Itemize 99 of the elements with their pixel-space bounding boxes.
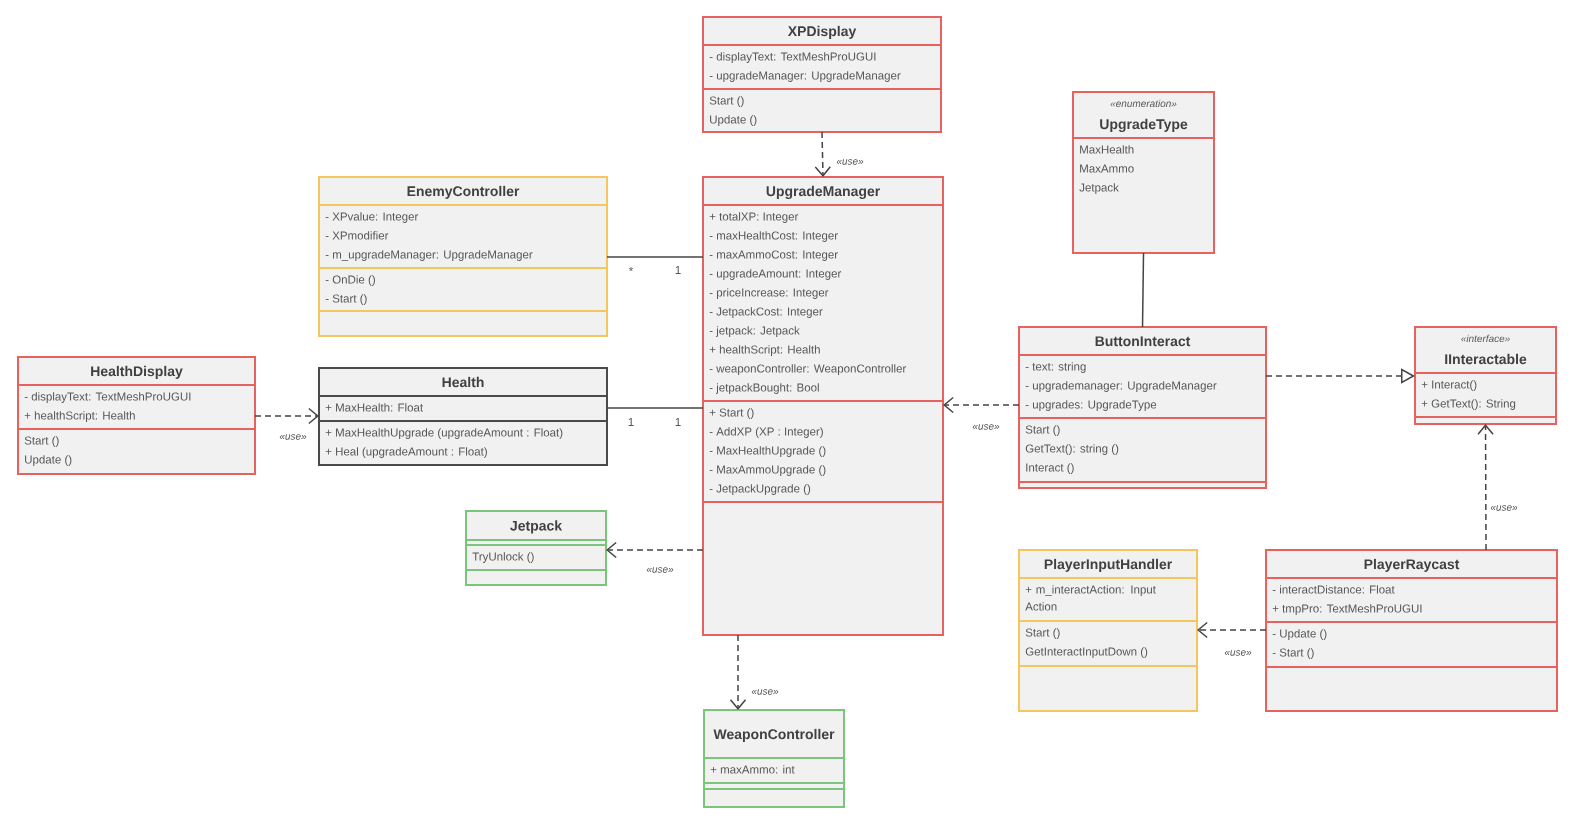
- dependency-arrow: [254, 407, 319, 425]
- dependency-arrow: [729, 634, 747, 710]
- operation-text: - MaxHealthUpgrade (): [709, 446, 826, 457]
- multiplicity-label: *: [628, 267, 634, 272]
- enum-literal: MaxAmmo: [1080, 164, 1134, 173]
- attribute-text: - displayText: TextMeshProUGUI: [24, 392, 191, 403]
- class-name: Health: [442, 376, 484, 388]
- attribute-text: - text: string: [1025, 362, 1086, 373]
- attribute-text: - jetpackBought: Bool: [709, 383, 819, 394]
- edge-label: «use»: [750, 688, 780, 696]
- class-name: IInteractable: [1445, 353, 1527, 365]
- attribute-text: - priceIncrease: Integer: [709, 288, 829, 299]
- attribute-text: - jetpack: Jetpack: [709, 326, 800, 337]
- class-box: [318, 367, 608, 466]
- attribute-text: + healthScript: Health: [709, 345, 820, 356]
- edge-label: «use»: [1489, 504, 1519, 512]
- operation-text: - AddXP (XP : Integer): [709, 427, 823, 438]
- association-line: [606, 407, 704, 409]
- enum-literal: MaxHealth: [1080, 145, 1134, 154]
- class-box: [703, 709, 845, 808]
- operation-text: + Interact(): [1421, 380, 1477, 391]
- operation-text: Start (): [24, 436, 59, 447]
- enum-literal: Jetpack: [1079, 183, 1119, 194]
- attribute-text: - weaponController: WeaponController: [709, 364, 907, 375]
- operation-text: - MaxAmmoUpgrade (): [709, 465, 826, 476]
- operation-text: + GetText(): String: [1421, 399, 1516, 410]
- operation-text: - Start (): [325, 294, 367, 305]
- multiplicity-label: 1: [675, 418, 681, 426]
- attribute-text: + tmpPro: TextMeshProUGUI: [1272, 604, 1422, 615]
- attribute-text: + MaxHealth: Float: [325, 403, 423, 412]
- edge-label: «use»: [645, 566, 675, 574]
- operation-text: TryUnlock (): [472, 552, 534, 563]
- multiplicity-label: 1: [628, 418, 634, 426]
- class-name: XPDisplay: [787, 25, 857, 39]
- class-name: PlayerRaycast: [1364, 558, 1460, 572]
- class-name: HealthDisplay: [91, 365, 183, 379]
- operation-text: - JetpackUpgrade (): [709, 484, 811, 495]
- edge-label: «use»: [278, 433, 308, 441]
- attribute-text: + totalXP: Integer: [709, 212, 799, 223]
- attribute-text: - XPvalue: Integer: [325, 212, 419, 223]
- attribute-text: - upgrademanager: UpgradeManager: [1025, 381, 1217, 392]
- operation-text: GetInteractInputDown (): [1025, 647, 1148, 658]
- attribute-text: - JetpackCost: Integer: [709, 307, 823, 318]
- class-box: [318, 176, 608, 337]
- attribute-text: - XPmodifier: [325, 231, 389, 240]
- dependency-arrow: [606, 541, 704, 559]
- class-box: [1072, 91, 1215, 254]
- edge-label: «use»: [1223, 649, 1253, 657]
- operation-text: Start (): [709, 96, 744, 107]
- dependency-arrow: [943, 396, 1020, 414]
- class-box: [1018, 549, 1198, 712]
- realization-arrow: [1265, 368, 1415, 384]
- class-name: UpgradeType: [1100, 118, 1188, 132]
- dependency-arrow: [814, 131, 832, 177]
- attribute-text: - interactDistance: Float: [1272, 585, 1395, 594]
- edge-label: «use»: [971, 423, 1001, 431]
- operation-text: Update (): [710, 115, 757, 126]
- class-name: Jetpack: [510, 520, 563, 534]
- class-box: [702, 176, 944, 636]
- class-name: UpgradeManager: [766, 185, 880, 199]
- operation-text: + Start (): [709, 408, 754, 419]
- class-name: EnemyController: [407, 185, 520, 199]
- attribute-text: + maxAmmo: int: [710, 765, 795, 774]
- class-name: WeaponController: [713, 728, 835, 742]
- operation-text: Start (): [1025, 425, 1060, 436]
- class-box: [17, 356, 256, 475]
- attribute-text: - upgradeManager: UpgradeManager: [709, 71, 901, 82]
- attribute-text: - maxHealthCost: Integer: [709, 231, 838, 242]
- attribute-text: + healthScript: Health: [24, 411, 135, 422]
- class-box: [1414, 326, 1557, 425]
- operation-text: Start (): [1025, 628, 1060, 639]
- association-line: [1141, 252, 1145, 328]
- operation-text: GetText(): string (): [1025, 444, 1119, 455]
- class-name: PlayerInputHandler: [1044, 558, 1172, 572]
- dependency-arrow: [1197, 621, 1267, 639]
- operation-text: Interact (): [1026, 463, 1074, 474]
- attribute-text: - displayText: TextMeshProUGUI: [709, 52, 876, 63]
- operation-text: Update (): [25, 455, 72, 466]
- operation-text: - Start (): [1272, 648, 1314, 659]
- operation-text: + Heal (upgradeAmount : Float): [325, 447, 487, 458]
- attribute-text: - m_upgradeManager: UpgradeManager: [325, 250, 533, 261]
- class-box: [465, 510, 607, 586]
- operation-text: - OnDie (): [325, 275, 375, 286]
- association-line: [606, 256, 704, 258]
- operation-text: + MaxHealthUpgrade (upgradeAmount : Float): [325, 428, 563, 439]
- stereotype-label: «interface»: [1461, 334, 1510, 343]
- attribute-text: + m_interactAction: Input Action: [1025, 585, 1156, 611]
- class-box: [1018, 326, 1267, 489]
- multiplicity-label: 1: [675, 266, 681, 274]
- stereotype-label: «enumeration»: [1110, 99, 1177, 108]
- class-box: [702, 16, 942, 133]
- operation-text: - Update (): [1272, 629, 1327, 640]
- attribute-text: - maxAmmoCost: Integer: [709, 250, 838, 261]
- class-box: [1265, 549, 1558, 712]
- class-name: ButtonInteract: [1095, 336, 1191, 347]
- dependency-arrow: [1477, 424, 1494, 551]
- attribute-text: - upgrades: UpgradeType: [1025, 400, 1157, 411]
- edge-label: «use»: [835, 158, 865, 166]
- attribute-text: - upgradeAmount: Integer: [709, 269, 842, 280]
